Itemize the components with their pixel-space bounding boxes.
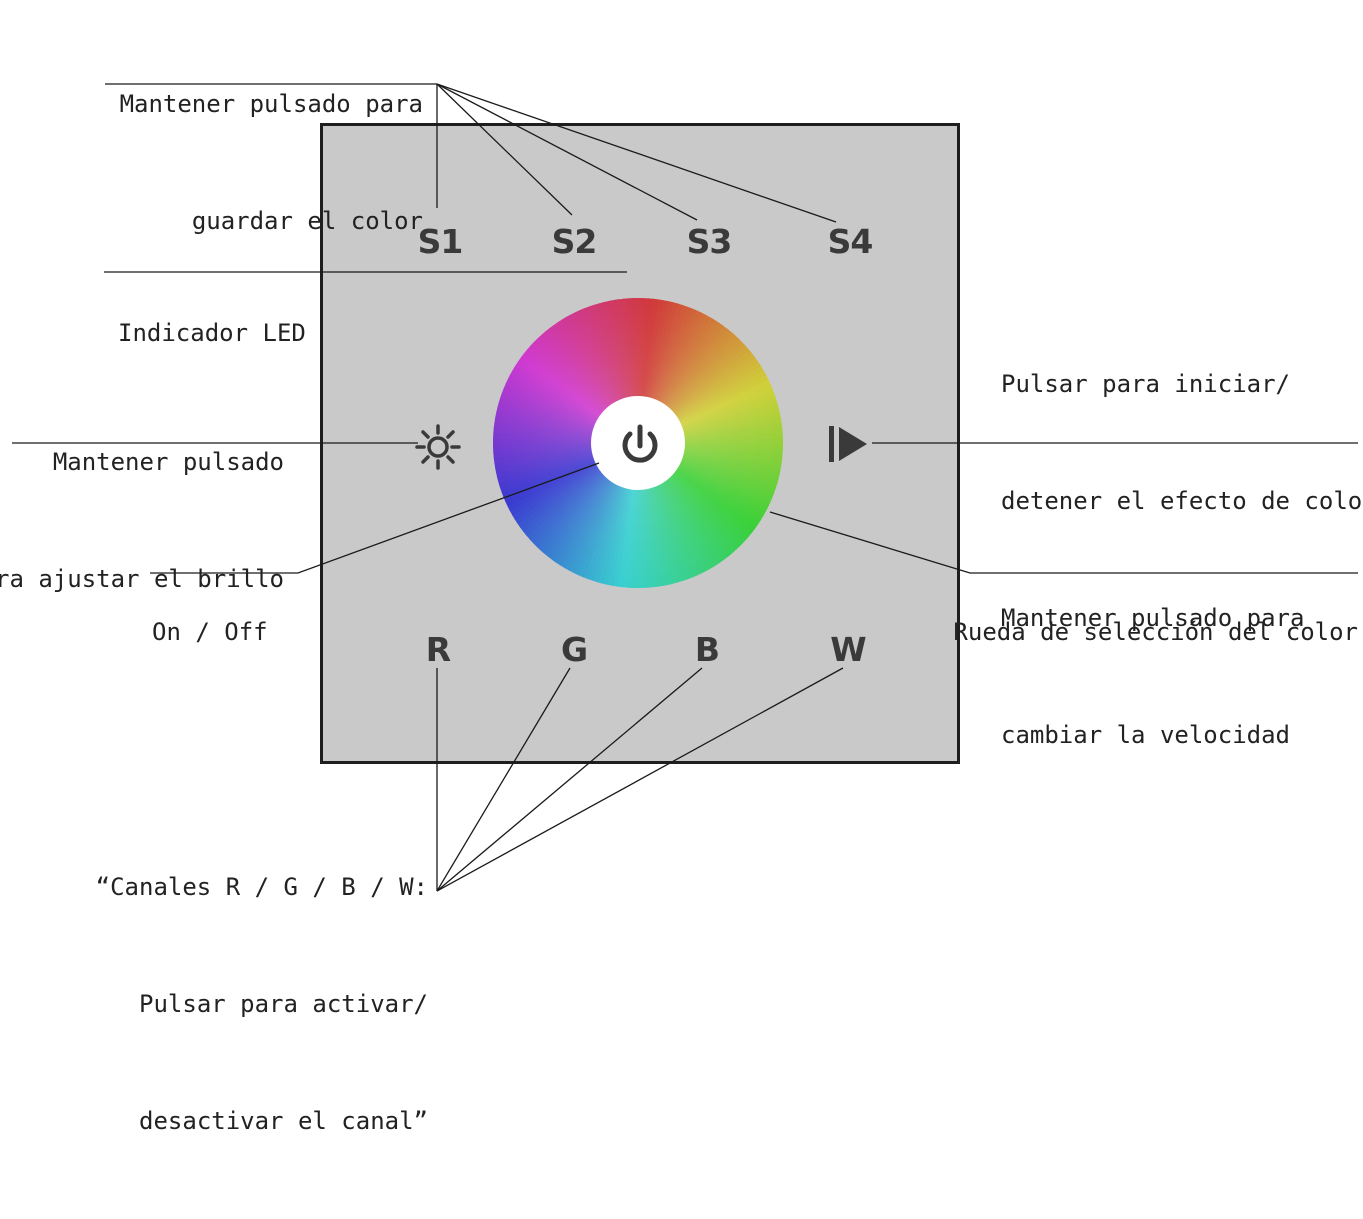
channel-key-r[interactable]: R — [425, 630, 451, 669]
callout-save-color-line-2: guardar el color — [191, 207, 423, 235]
callout-brightness-line-2: para ajustar el brillo — [0, 565, 284, 593]
scene-key-s3[interactable]: S3 — [686, 222, 733, 261]
callout-channels-line-3: desactivar el canal” — [139, 1107, 428, 1135]
channel-key-w[interactable]: W — [830, 630, 866, 669]
callout-on-off: On / Off — [152, 535, 268, 730]
callout-channels-line-2: Pulsar para activar/ — [139, 990, 428, 1018]
leader-s4 — [436, 83, 837, 223]
leader-s3 — [436, 83, 698, 221]
channel-key-g[interactable]: G — [560, 630, 588, 669]
callout-channels: “Canales R / G / B / W: Pulsar para acti… — [96, 790, 428, 1219]
leader-color-wheel — [769, 511, 1358, 574]
callout-brightness: Mantener pulsado para ajustar el brillo — [0, 365, 284, 677]
callout-save-color: Mantener pulsado para guardar el color — [120, 7, 423, 319]
diagram-stage: S1 S2 S3 S4 R G B W — [0, 7, 1363, 1135]
sun-icon[interactable] — [415, 424, 461, 470]
leader-on-off — [150, 462, 600, 574]
color-wheel[interactable] — [493, 298, 783, 588]
callout-led-indicator: Indicador LED — [118, 236, 306, 431]
callout-channels-line-1: “Canales R / G / B / W: — [95, 873, 428, 901]
power-icon[interactable] — [617, 422, 663, 468]
callout-effect-line-1: Pulsar para iniciar/ — [1001, 370, 1290, 398]
channel-key-b[interactable]: B — [694, 630, 720, 669]
callout-brightness-line-1: Mantener pulsado — [52, 448, 284, 476]
leader-w — [436, 667, 844, 892]
callout-effect-line-2: detener el efecto de color — [1001, 487, 1363, 515]
callout-save-color-line-1: Mantener pulsado para — [119, 90, 423, 118]
callout-effect: Pulsar para iniciar/ detener el efecto d… — [1001, 287, 1363, 833]
scene-key-s2[interactable]: S2 — [551, 222, 598, 261]
callout-led-indicator-line-1: Indicador LED — [118, 319, 306, 347]
callout-on-off-line-1: On / Off — [152, 618, 268, 646]
leader-b — [436, 667, 703, 892]
callout-effect-line-3: Mantener pulsado para — [1001, 604, 1305, 632]
callout-color-wheel-line-1: Rueda de selección del color — [953, 618, 1358, 646]
scene-key-s1[interactable]: S1 — [417, 222, 464, 261]
callout-effect-line-4: cambiar la velocidad — [1001, 721, 1290, 749]
scene-key-s4[interactable]: S4 — [827, 222, 874, 261]
callout-color-wheel: Rueda de selección del color — [953, 535, 1358, 730]
leader-g — [436, 667, 571, 892]
leader-s2 — [436, 83, 573, 216]
play-effect-icon[interactable] — [826, 423, 872, 465]
leader-lines — [12, 83, 1358, 892]
